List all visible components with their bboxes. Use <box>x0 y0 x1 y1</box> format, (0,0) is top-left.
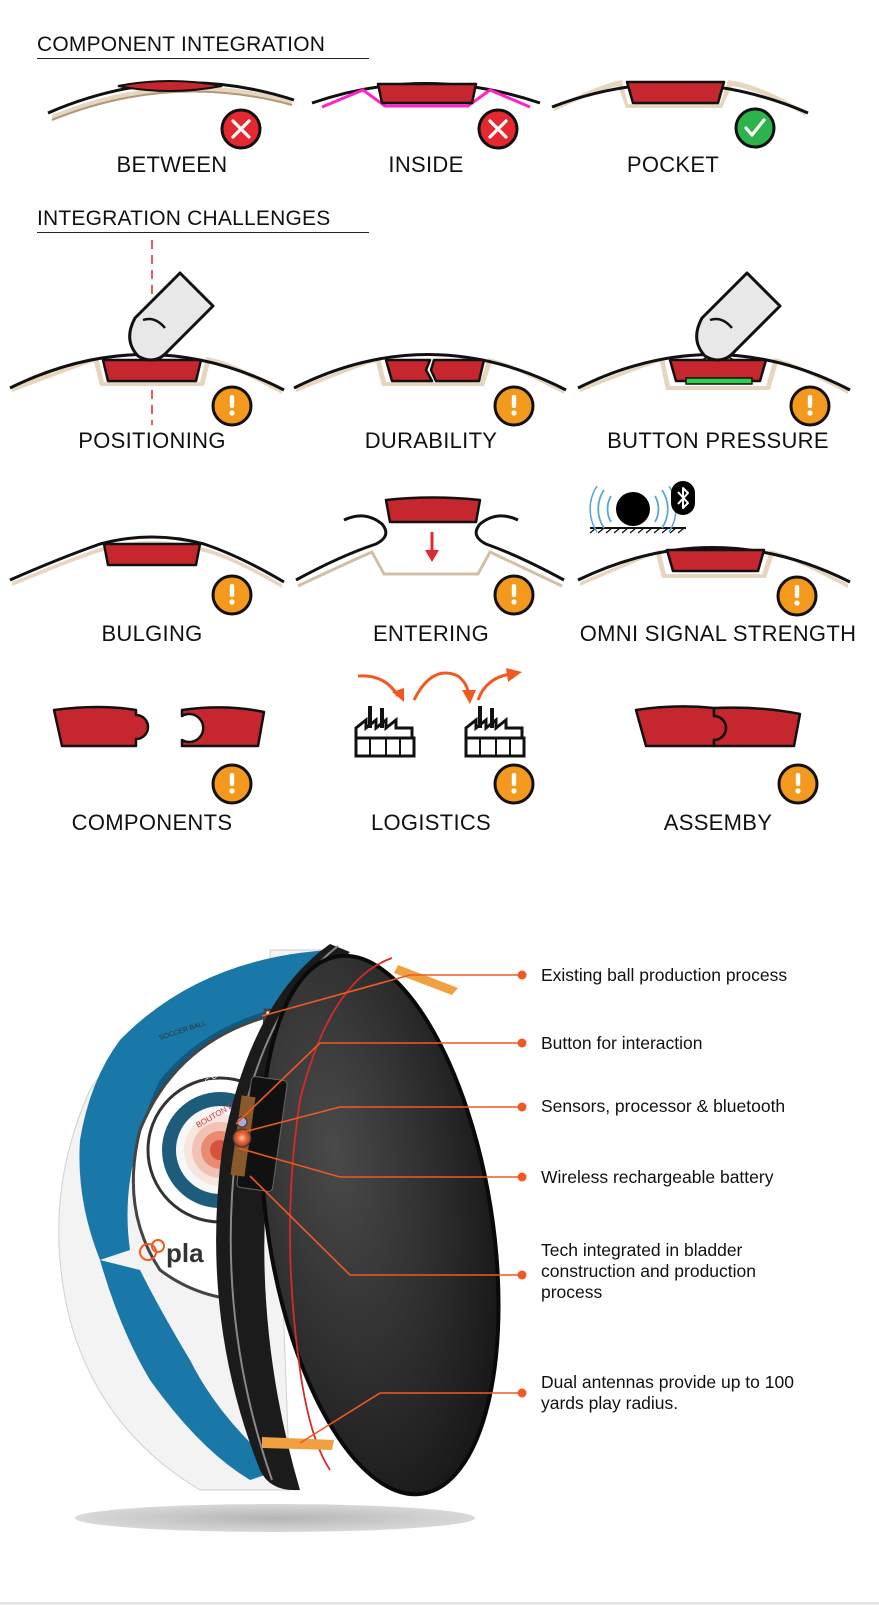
section-title-integration: COMPONENT INTEGRATION <box>37 33 369 59</box>
bluetooth-icon <box>671 481 695 515</box>
ring-text-side: SOCCER BALL <box>158 1020 207 1042</box>
logistics-diagram <box>354 668 535 805</box>
label-button-pressure: BUTTON PRESSURE <box>607 428 829 453</box>
warning-icon <box>211 763 253 805</box>
warning-icon <box>789 385 831 427</box>
antenna-top <box>394 965 458 995</box>
warning-icon <box>777 763 819 805</box>
label-assembly: ASSEMBY <box>663 810 773 835</box>
label-bulging: BULGING <box>101 621 203 646</box>
label-omni-signal: OMNI SIGNAL STRENGTH <box>579 621 857 646</box>
leader-lines <box>235 974 522 1444</box>
entering-diagram <box>295 496 565 616</box>
bulging-diagram <box>9 535 285 616</box>
warning-icon <box>211 574 253 616</box>
label-logistics: LOGISTICS <box>370 810 492 835</box>
warning-icon <box>211 385 253 427</box>
label-durability: DURABILITY <box>364 428 498 453</box>
button-pressure-diagram <box>577 271 851 427</box>
cross-icon <box>220 108 262 150</box>
omni-signal-diagram <box>577 481 851 617</box>
assembly-diagram <box>634 705 819 805</box>
callout-battery: Wireless rechargeable battery <box>541 1167 774 1187</box>
components-diagram <box>52 705 266 805</box>
bottom-edge <box>0 1602 879 1605</box>
ball-shadow <box>75 1504 475 1532</box>
factory-icon <box>354 706 416 758</box>
between-diagram <box>47 80 295 150</box>
antenna-bottom <box>262 1437 334 1450</box>
durability-diagram <box>293 353 567 427</box>
label-inside: INSIDE <box>388 152 464 177</box>
positioning-diagram <box>9 240 285 427</box>
warning-icon <box>493 763 535 805</box>
warning-icon <box>493 385 535 427</box>
warning-icon <box>776 575 818 617</box>
label-pocket: POCKET <box>626 152 720 177</box>
label-positioning: POSITIONING <box>78 428 226 453</box>
label-components: COMPONENTS <box>71 810 233 835</box>
section-title-challenges: INTEGRATION CHALLENGES <box>37 207 369 233</box>
label-entering: ENTERING <box>372 621 490 646</box>
cross-icon <box>477 108 519 150</box>
callout-antennas: Dual antennas provide up to 100 yards pl… <box>541 1372 794 1413</box>
callout-sensors: Sensors, processor & bluetooth <box>541 1096 786 1116</box>
callout-production: Existing ball production process <box>541 965 788 985</box>
callout-bladder: Tech integrated in bladder construction … <box>541 1240 756 1302</box>
leader-dots <box>517 970 527 1398</box>
label-between: BETWEEN <box>116 152 228 177</box>
warning-icon <box>493 574 535 616</box>
integration-diagrams <box>9 80 851 805</box>
callout-button: Button for interaction <box>541 1033 703 1053</box>
check-icon <box>734 107 776 149</box>
brand-text: pla <box>166 1238 204 1268</box>
ring-text-top: WIRELESS CHARGE ZONE <box>176 1037 260 1110</box>
pocket-diagram <box>551 80 809 149</box>
factory-icon <box>464 706 526 758</box>
ring-text-mid: BOUTON D'ACTION <box>195 1085 264 1130</box>
brand-logo: pla <box>139 1238 204 1268</box>
inside-diagram <box>311 82 541 150</box>
